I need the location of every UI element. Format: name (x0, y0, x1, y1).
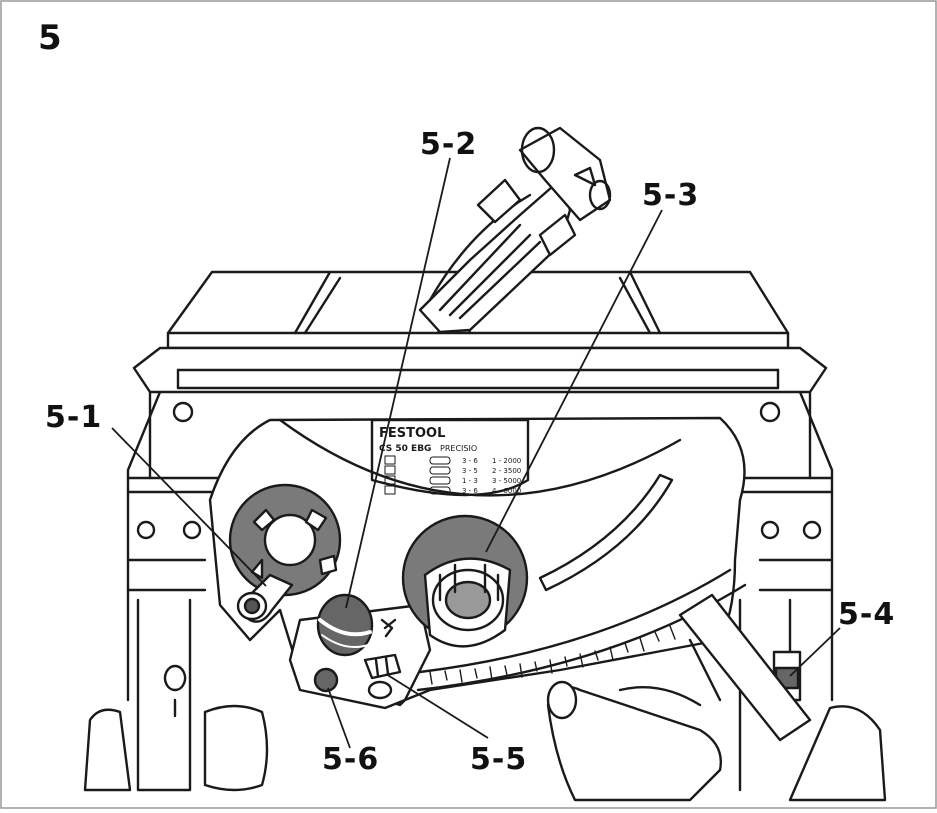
nameplate-variant: PRECISIO (440, 444, 477, 453)
callout-5-5: 5-5 (470, 742, 528, 777)
nameplate-brand: FESTOOL (379, 426, 445, 441)
leader-5-4 (789, 627, 841, 677)
leader-5-6 (327, 687, 351, 749)
extension-handle (546, 680, 887, 802)
figure-number: 5 (38, 18, 62, 58)
callout-5-6: 5-6 (322, 742, 380, 777)
support-arm (678, 593, 812, 742)
speed-rpm-2: 2 - 3500 (492, 467, 521, 475)
speed-rpm-3: 3 - 5000 (492, 477, 521, 485)
speed-rpm-1: 1 - 2000 (492, 457, 521, 465)
leader-5-5 (385, 673, 489, 739)
blade-height-knob (228, 483, 342, 623)
speed-range-4: 3 - 6 (462, 487, 478, 495)
small-knob (313, 667, 339, 693)
leader-5-1 (111, 427, 267, 587)
nameplate-model: CS 50 EBG (379, 444, 431, 454)
speed-range-2: 3 - 5 (462, 467, 478, 475)
speed-range-3: 1 - 3 (462, 477, 478, 485)
tilt-knob (401, 514, 529, 648)
speed-range-1: 3 - 6 (462, 457, 478, 465)
callout-5-1: 5-1 (45, 400, 103, 435)
leader-5-3 (485, 209, 663, 553)
callout-5-2: 5-2 (420, 127, 478, 162)
front-rail (132, 346, 828, 394)
machine-body (83, 390, 834, 792)
callout-5-3: 5-3 (642, 178, 700, 213)
blade-guard (418, 126, 612, 334)
callout-5-4: 5-4 (838, 597, 896, 632)
lock-knob (316, 593, 374, 657)
leader-5-2 (345, 157, 451, 609)
tilt-lock-switch (363, 653, 402, 680)
speed-rpm-4: 4 - 6000 (492, 487, 521, 495)
